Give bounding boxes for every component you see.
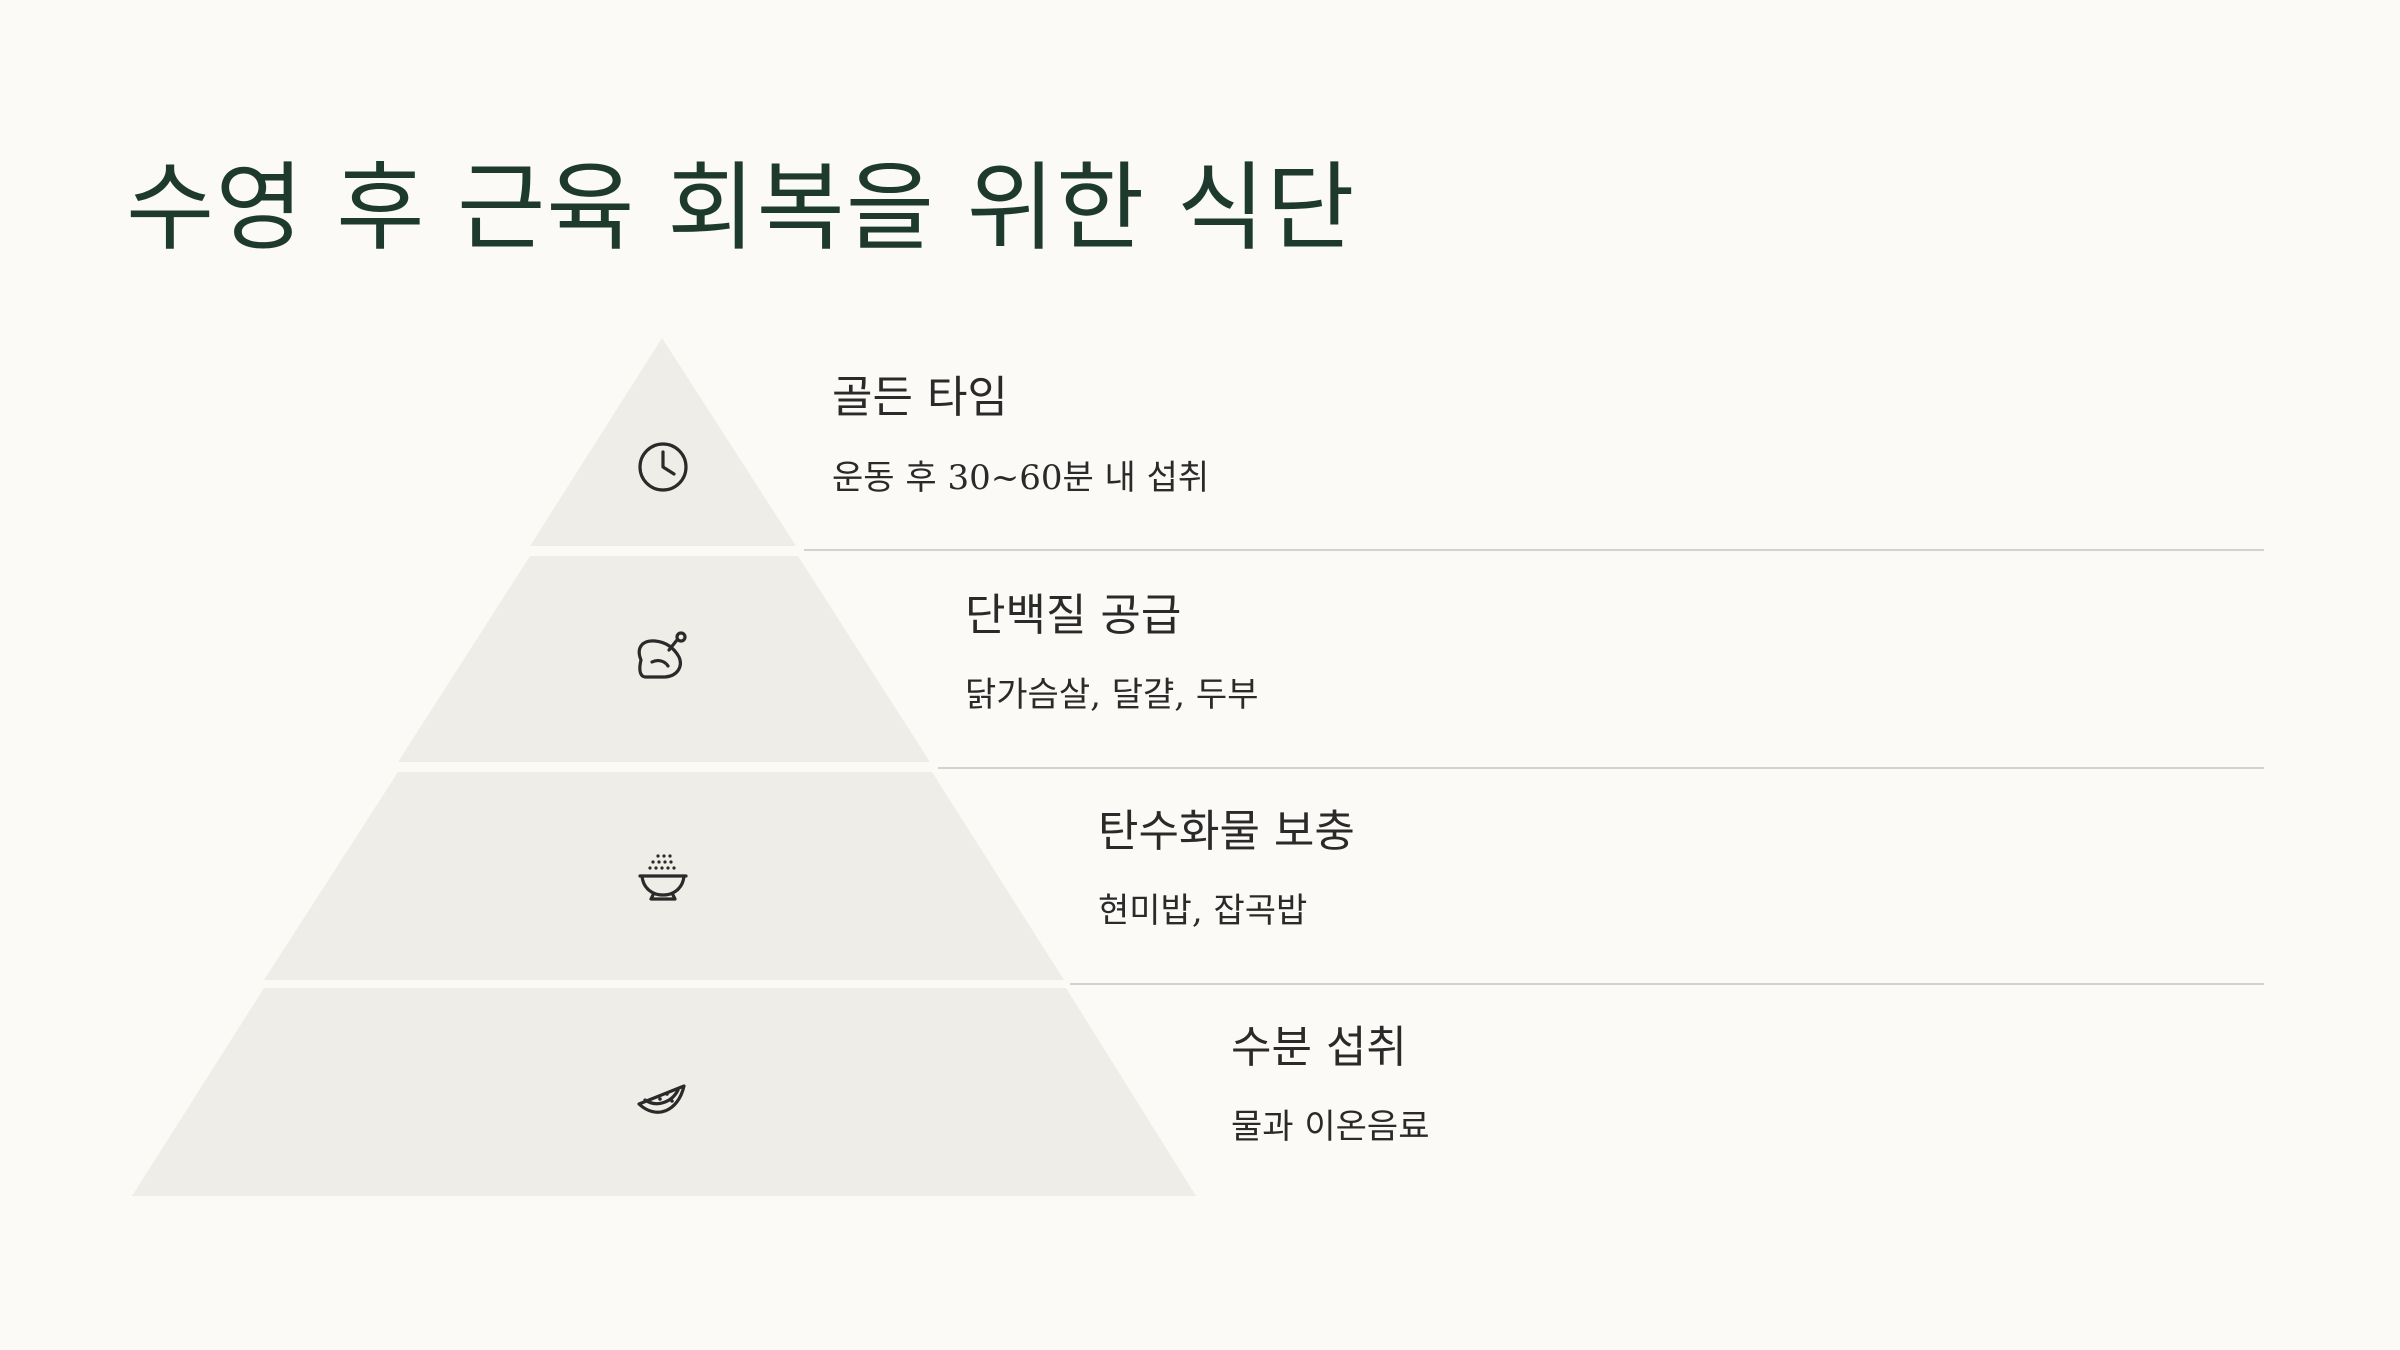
pyramid-tier-2	[398, 556, 930, 762]
tier-2-heading: 단백질 공급	[965, 590, 1182, 641]
tier-3-heading: 탄수화물 보충	[1098, 806, 1355, 857]
rice-bowl-icon	[638, 854, 688, 901]
pyramid-tier-1	[530, 338, 796, 546]
clock-icon	[638, 442, 688, 492]
tier-1-heading: 골든 타임	[832, 372, 1008, 423]
tier-1-description: 운동 후 30~60분 내 섭취	[832, 458, 1210, 498]
tier-4-heading: 수분 섭취	[1231, 1022, 1407, 1073]
tier-4-description: 물과 이온음료	[1231, 1107, 1430, 1147]
tier-2-description: 닭가슴살, 달걀, 두부	[965, 675, 1259, 715]
watermelon-icon	[637, 1084, 686, 1114]
tier-3-description: 현미밥, 잡곡밥	[1098, 891, 1308, 931]
chicken-leg-icon	[637, 631, 687, 679]
pyramid-tier-4	[132, 988, 1196, 1196]
page-title: 수영 후 근육 회복을 위한 식단	[126, 152, 1356, 264]
